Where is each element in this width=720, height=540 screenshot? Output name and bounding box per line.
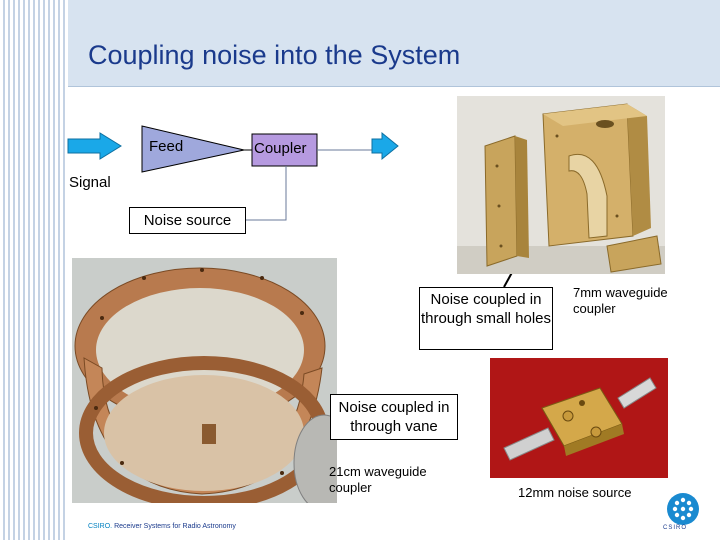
decorative-stripes: [3, 0, 65, 540]
input-arrow: [67, 132, 122, 160]
caption-12mm-noise-source: 12mm noise source: [518, 485, 632, 500]
csiro-logo-icon: [667, 493, 699, 525]
photo-7mm-waveguide-coupler: [457, 96, 665, 274]
callout-7mm-waveguide-coupler: 7mm waveguide coupler: [573, 285, 668, 316]
copper-ring-image: [72, 258, 337, 503]
photo-21cm-waveguide-coupler: [72, 258, 337, 503]
callout-small-holes-text: Noise coupled in through small holes: [420, 291, 552, 327]
brass-block-image: [457, 103, 665, 274]
footer-text: Receiver Systems for Radio Astronomy: [114, 523, 236, 530]
noise-source-image: [490, 358, 668, 478]
output-arrow: [371, 131, 399, 161]
callout-small-holes: Noise coupled in through small holes: [419, 287, 553, 350]
footer-org: CSIRO.: [88, 523, 113, 530]
callout-vane-text: Noise coupled in through vane: [338, 399, 450, 435]
title-bar: [68, 0, 720, 87]
callout-vane: Noise coupled in through vane: [330, 394, 458, 440]
footer: CSIRO. Receiver Systems for Radio Astron…: [88, 523, 236, 530]
feed-horn-shape: [141, 125, 245, 173]
slide-title: Coupling noise into the System: [88, 40, 461, 70]
coupler-box: [251, 133, 318, 167]
coupler-label: Coupler: [254, 140, 307, 157]
signal-label: Signal: [69, 174, 111, 191]
noise-source-box: Noise source: [129, 207, 246, 234]
photo-12mm-noise-source: [490, 358, 668, 478]
feed-label: Feed: [149, 138, 184, 155]
logo-text: CSIRO: [663, 525, 688, 531]
callout-21cm-waveguide-coupler: 21cm waveguide coupler: [329, 464, 427, 495]
